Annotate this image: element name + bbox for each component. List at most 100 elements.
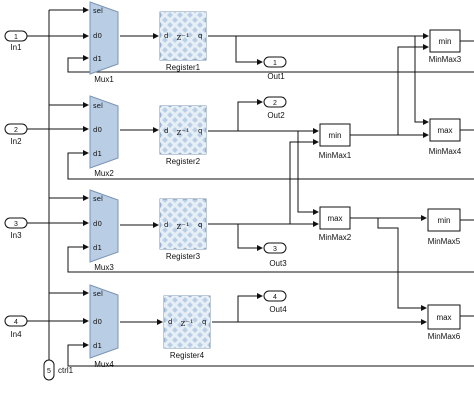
mux-port-label: d0 (93, 32, 102, 40)
register-block-3[interactable]: d z⁻¹ q Register3 (159, 198, 207, 261)
register-label: Register4 (170, 351, 205, 360)
mux-port-label: sel (93, 7, 103, 15)
minmax2-to-minmax6-wire (377, 218, 427, 311)
outport-out2[interactable]: 2 Out2 (263, 96, 287, 120)
inport-ctrl1[interactable]: 5 ctrl1 (43, 359, 74, 381)
minmax-label: MinMax6 (428, 332, 461, 341)
register-label: Register2 (166, 157, 201, 166)
register-block-2[interactable]: d z⁻¹ q Register2 (159, 105, 207, 166)
mux-port-label: d1 (93, 55, 102, 63)
outport-number: 3 (273, 246, 277, 253)
register-d-port: d (164, 127, 168, 135)
inport-number: 3 (14, 221, 18, 228)
inport-in1[interactable]: 1 In1 (4, 30, 28, 52)
mux-port-label: d0 (93, 126, 102, 134)
mux-block-1[interactable]: sel d0 d1 Mux1 (89, 1, 119, 84)
reg3-to-minmax1-wire (238, 139, 319, 225)
mux-port-label: sel (93, 290, 103, 298)
inport-label: In3 (10, 231, 22, 240)
register-block-1[interactable]: d z⁻¹ q Register1 (159, 11, 207, 72)
outport-label: Out4 (269, 305, 287, 314)
minmax-block-1[interactable]: min MinMax1 (319, 123, 352, 160)
register-d-port: d (168, 318, 172, 326)
inport-number: 4 (14, 319, 18, 326)
signal-wires (27, 7, 474, 367)
inport-number: 5 (47, 368, 51, 375)
inport-in3[interactable]: 3 In3 (4, 217, 28, 240)
outport-number: 4 (273, 294, 277, 301)
out4-wire (212, 293, 263, 323)
minmax-op: min (438, 216, 451, 225)
inport-label: ctrl1 (58, 366, 74, 375)
minmax-block-5[interactable]: min MinMax5 (427, 208, 461, 246)
outport-out4[interactable]: 4 Out4 (263, 290, 287, 314)
minmax-label: MinMax1 (319, 151, 352, 160)
reg2-to-minmax2-wire (297, 131, 319, 215)
minmax-block-4[interactable]: max MinMax4 (429, 118, 462, 156)
minmax-label: MinMax2 (319, 233, 352, 242)
mux-block-2[interactable]: sel d0 d1 Mux2 (89, 95, 119, 178)
mux-label: Mux3 (94, 263, 114, 272)
reg1-to-minmax4-wire (414, 36, 429, 125)
outport-label: Out3 (269, 259, 287, 268)
outport-label: Out2 (267, 111, 285, 120)
inport-in4[interactable]: 4 In4 (4, 315, 28, 339)
minmax-op: max (437, 126, 452, 135)
inport-label: In4 (10, 330, 22, 339)
register-label: Register3 (166, 252, 201, 261)
outport-label: Out1 (267, 72, 285, 81)
minmax-op: max (436, 313, 451, 322)
register-q-port: q (202, 318, 206, 326)
register-symbol: z⁻¹ (176, 128, 189, 138)
inport-number: 1 (14, 34, 18, 41)
mux-label: Mux1 (94, 75, 114, 84)
register-symbol: z⁻¹ (176, 222, 189, 232)
register-d-port: d (164, 221, 168, 229)
register-q-port: q (198, 221, 202, 229)
inport-in2[interactable]: 2 In2 (4, 123, 28, 146)
mux-label: Mux4 (94, 360, 114, 369)
inport-label: In2 (10, 137, 22, 146)
feedback-loop-1 (67, 55, 474, 73)
minmax-block-3[interactable]: min MinMax3 (429, 29, 462, 64)
out3-wire (208, 223, 263, 251)
inport-number: 2 (14, 127, 18, 134)
mux-port-label: d0 (93, 220, 102, 228)
mux-block-3[interactable]: sel d0 d1 Mux3 (89, 189, 119, 272)
minmax-block-6[interactable]: max MinMax6 (427, 304, 461, 341)
minmax-label: MinMax3 (429, 55, 462, 64)
outport-number: 2 (273, 100, 277, 107)
mux-port-label: sel (93, 195, 103, 203)
out1-wire (235, 36, 263, 65)
mux-port-label: d1 (93, 150, 102, 158)
register-symbol: z⁻¹ (180, 319, 193, 329)
register-q-port: q (198, 127, 202, 135)
outport-out3[interactable]: 3 Out3 (263, 242, 287, 268)
minmax-op: min (329, 131, 342, 140)
minmax-op: max (327, 214, 342, 223)
mux-port-label: d1 (93, 244, 102, 252)
mux-port-label: d0 (93, 318, 102, 326)
mux-block-4[interactable]: sel d0 d1 Mux4 (89, 284, 119, 369)
register-block-4[interactable]: d z⁻¹ q Register4 (163, 295, 211, 360)
register-label: Register1 (166, 63, 201, 72)
register-q-port: q (198, 32, 202, 40)
minmax1-to-minmax3-wire (350, 44, 429, 136)
feedback-loop-3 (67, 244, 474, 273)
minmax-block-2[interactable]: max MinMax2 (319, 206, 352, 242)
minmax-op: min (439, 37, 452, 46)
register-symbol: z⁻¹ (176, 33, 189, 43)
feedback-loop-2 (67, 150, 474, 180)
mux-port-label: sel (93, 102, 103, 110)
outport-number: 1 (273, 60, 277, 67)
minmax-label: MinMax5 (428, 237, 461, 246)
outport-out1[interactable]: 1 Out1 (263, 56, 287, 81)
feedback-loop-4 (67, 342, 474, 367)
mux-port-label: d1 (93, 342, 102, 350)
mux-label: Mux2 (94, 169, 114, 178)
inport-label: In1 (10, 43, 22, 52)
out2-wire (237, 99, 263, 131)
minmax-label: MinMax4 (429, 147, 462, 156)
